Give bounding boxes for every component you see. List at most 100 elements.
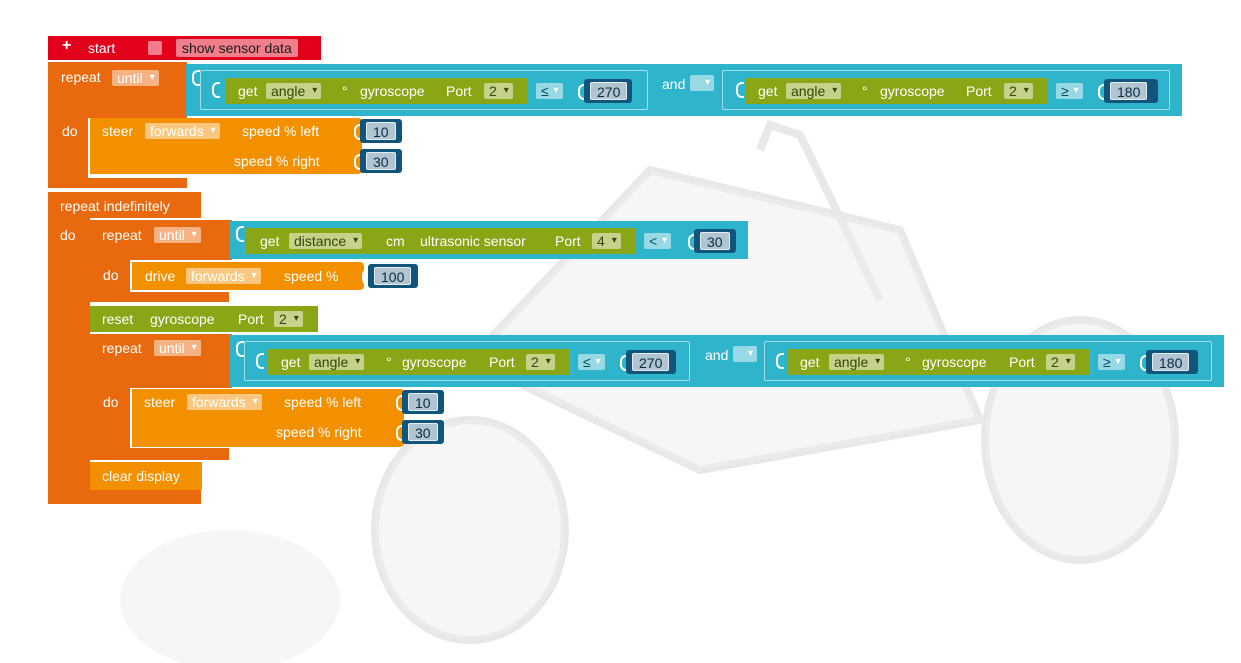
number-input[interactable]: 30: [402, 420, 444, 444]
number-value[interactable]: 30: [408, 423, 438, 441]
logic-operator-dropdown[interactable]: [690, 75, 714, 91]
angle-field-dropdown[interactable]: angle: [266, 83, 322, 99]
input-notch: [578, 84, 586, 100]
repeat-mode-dropdown[interactable]: until: [154, 340, 201, 356]
input-notch: [354, 154, 362, 170]
number-value[interactable]: 270: [590, 82, 628, 100]
comparison-operator-dropdown[interactable]: ≤: [578, 354, 605, 370]
number-value[interactable]: 100: [374, 267, 412, 285]
port-dropdown[interactable]: 2: [484, 83, 513, 99]
repeat-until-block-2-arm: [90, 260, 130, 296]
start-block[interactable]: + start show sensor data: [48, 36, 321, 60]
logic-operator-dropdown[interactable]: [733, 346, 757, 362]
number-value[interactable]: 180: [1110, 82, 1148, 100]
comparison-operator-dropdown[interactable]: ≥: [1056, 83, 1083, 99]
repeat-indefinitely-arm: [48, 218, 90, 492]
drive-direction-dropdown[interactable]: forwards: [186, 268, 261, 284]
do-label: do: [60, 227, 76, 243]
input-notch: [236, 341, 244, 357]
port-dropdown[interactable]: 4: [592, 233, 621, 249]
get-label: get: [238, 83, 258, 99]
repeat-until-block-3-footer: [90, 448, 229, 460]
repeat-indefinitely-block[interactable]: [48, 192, 201, 218]
input-notch: [736, 82, 744, 98]
speed-left-label: speed % left: [284, 394, 362, 410]
port-label: Port: [1009, 354, 1035, 370]
degree-symbol: °: [862, 83, 868, 99]
input-notch: [1098, 84, 1106, 100]
and-label: and: [705, 347, 729, 363]
number-input[interactable]: 30: [694, 229, 736, 253]
number-value[interactable]: 180: [1152, 353, 1190, 371]
angle-field-dropdown[interactable]: angle: [786, 83, 842, 99]
get-label: get: [800, 354, 820, 370]
speed-left-label: speed % left: [242, 123, 320, 139]
repeat-mode-dropdown[interactable]: until: [112, 70, 159, 86]
gyroscope-label: gyroscope: [360, 83, 425, 99]
number-value[interactable]: 10: [408, 393, 438, 411]
repeat-label: repeat: [102, 340, 142, 356]
repeat-until-block-3-arm: [90, 388, 130, 452]
number-input[interactable]: 10: [402, 390, 444, 414]
number-input[interactable]: 10: [360, 119, 402, 143]
comparison-operator-dropdown[interactable]: ≥: [1098, 354, 1125, 370]
port-dropdown[interactable]: 2: [274, 311, 303, 327]
port-dropdown[interactable]: 2: [1046, 354, 1075, 370]
steer-label: steer: [144, 394, 176, 410]
input-notch: [396, 425, 404, 441]
and-block-3-outline: [244, 341, 690, 381]
number-value[interactable]: 270: [632, 353, 670, 371]
input-notch: [776, 353, 784, 369]
repeat-label: repeat: [102, 227, 142, 243]
input-notch: [362, 269, 370, 285]
number-input[interactable]: 180: [1104, 79, 1158, 103]
repeat-mode-dropdown[interactable]: until: [154, 227, 201, 243]
number-input[interactable]: 180: [1146, 350, 1198, 374]
steer-direction-dropdown[interactable]: forwards: [145, 123, 220, 139]
repeat-indefinitely-label: repeat indefinitely: [60, 198, 170, 214]
and-label: and: [662, 76, 686, 92]
port-label: Port: [966, 83, 992, 99]
comparison-operator-dropdown[interactable]: ≤: [536, 83, 563, 99]
port-label: Port: [489, 354, 515, 370]
number-value[interactable]: 10: [366, 122, 396, 140]
speed-right-label: speed % right: [234, 153, 320, 169]
distance-field-dropdown[interactable]: distance: [289, 233, 363, 249]
repeat-until-block-1-arm: [48, 118, 88, 180]
input-notch: [256, 353, 264, 369]
angle-field-dropdown[interactable]: angle: [829, 354, 885, 370]
degree-symbol: °: [386, 354, 392, 370]
comparison-operator-dropdown[interactable]: <: [644, 233, 672, 249]
port-label: Port: [555, 233, 581, 249]
get-label: get: [281, 354, 301, 370]
steer-block-1[interactable]: [90, 118, 362, 174]
number-value[interactable]: 30: [366, 152, 396, 170]
input-notch: [688, 234, 696, 250]
input-notch: [236, 226, 244, 242]
speed-right-label: speed % right: [276, 424, 362, 440]
port-label: Port: [446, 83, 472, 99]
degree-symbol: °: [342, 83, 348, 99]
clear-display-block[interactable]: [90, 462, 202, 490]
angle-field-dropdown[interactable]: angle: [309, 354, 365, 370]
number-input[interactable]: 100: [368, 264, 418, 288]
repeat-indefinitely-footer: [48, 488, 201, 504]
gyroscope-label: gyroscope: [880, 83, 945, 99]
number-input[interactable]: 30: [360, 149, 402, 173]
do-label: do: [62, 123, 78, 139]
show-sensor-data-checkbox[interactable]: [148, 41, 162, 55]
port-dropdown[interactable]: 2: [526, 354, 555, 370]
repeat-label: repeat: [61, 69, 101, 85]
do-label: do: [103, 394, 119, 410]
number-value[interactable]: 30: [700, 232, 730, 250]
port-dropdown[interactable]: 2: [1004, 83, 1033, 99]
steer-direction-dropdown[interactable]: forwards: [187, 394, 262, 410]
get-label: get: [260, 233, 280, 249]
gyroscope-label: gyroscope: [150, 311, 215, 327]
number-input[interactable]: 270: [626, 350, 676, 374]
input-notch: [192, 70, 200, 86]
number-input[interactable]: 270: [584, 79, 632, 103]
clear-display-label: clear display: [102, 468, 180, 484]
add-icon[interactable]: +: [62, 37, 72, 54]
steer-block-3[interactable]: [132, 389, 404, 447]
